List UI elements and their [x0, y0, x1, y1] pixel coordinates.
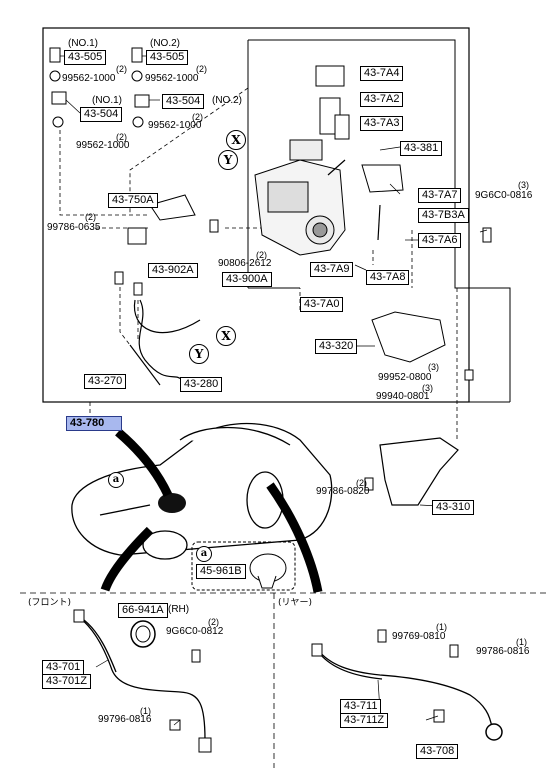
part-9g6c0-0816[interactable]: 9G6C0-0816: [475, 190, 533, 201]
part-43-504-no2[interactable]: 43-504: [162, 94, 205, 109]
qty-label: (3): [428, 362, 439, 372]
part-43-902a[interactable]: 43-902A: [148, 263, 198, 278]
part-43-780[interactable]: 43-780: [66, 416, 122, 431]
qty-label: (3): [422, 383, 433, 393]
part-99562-1000[interactable]: 99562-1000: [148, 120, 202, 131]
part-99562-1000[interactable]: 99562-1000: [76, 140, 130, 151]
part-43-7a2[interactable]: 43-7A2: [360, 92, 404, 107]
label-no2: (NO.2): [150, 38, 180, 49]
part-99940-0801[interactable]: 99940-0801: [376, 391, 430, 402]
part-43-7a8[interactable]: 43-7A8: [366, 270, 410, 285]
part-9g6c0-0812[interactable]: 9G6C0-0812: [166, 626, 224, 637]
label-rh: (RH): [168, 604, 190, 615]
qty-label: (1): [140, 706, 151, 716]
qty-label: (1): [436, 622, 447, 632]
section-front: (フロント): [28, 598, 72, 608]
part-43-701[interactable]: 43-701: [42, 660, 85, 675]
part-43-504-no1[interactable]: 43-504: [80, 107, 123, 122]
label-no1: (NO.1): [92, 95, 122, 106]
marker-x: X: [226, 130, 246, 150]
part-99562-1000[interactable]: 99562-1000: [62, 73, 116, 84]
qty-label: (2): [116, 64, 127, 74]
label-no1: (NO.1): [68, 38, 98, 49]
part-43-7a7[interactable]: 43-7A7: [418, 188, 462, 203]
qty-label: (1): [516, 637, 527, 647]
part-43-7a3[interactable]: 43-7A3: [360, 116, 404, 131]
part-43-7a6[interactable]: 43-7A6: [418, 233, 462, 248]
part-43-7b3a[interactable]: 43-7B3A: [418, 208, 469, 223]
marker-a: a: [108, 472, 124, 488]
part-43-280[interactable]: 43-280: [180, 377, 223, 392]
part-43-7a4[interactable]: 43-7A4: [360, 66, 404, 81]
part-99786-0820[interactable]: 99786-0820: [316, 486, 370, 497]
qty-label: (2): [208, 617, 219, 627]
part-43-505-no2[interactable]: 43-505: [146, 50, 189, 65]
part-66-941a[interactable]: 66-941A: [118, 603, 168, 618]
section-rear: (リヤー): [278, 598, 313, 608]
part-43-310[interactable]: 43-310: [432, 500, 475, 515]
part-43-711[interactable]: 43-711: [340, 699, 382, 714]
marker-y: Y: [189, 344, 209, 364]
part-43-701z[interactable]: 43-701Z: [42, 674, 91, 689]
part-43-505-no1[interactable]: 43-505: [64, 50, 107, 65]
marker-y: Y: [218, 150, 238, 170]
part-99769-0810[interactable]: 99769-0810: [392, 631, 446, 642]
marker-a: a: [196, 546, 212, 562]
label-no2: (NO.2): [212, 95, 242, 106]
part-43-320[interactable]: 43-320: [315, 339, 358, 354]
part-43-708[interactable]: 43-708: [416, 744, 459, 759]
part-43-381[interactable]: 43-381: [400, 141, 443, 156]
part-99786-0816[interactable]: 99786-0816: [476, 646, 530, 657]
qty-label: (2): [85, 212, 96, 222]
part-43-270[interactable]: 43-270: [84, 374, 127, 389]
qty-label: (2): [192, 112, 203, 122]
part-43-750a[interactable]: 43-750A: [108, 193, 158, 208]
part-45-961b[interactable]: 45-961B: [196, 564, 246, 579]
part-43-900a[interactable]: 43-900A: [222, 272, 272, 287]
part-99796-0816[interactable]: 99796-0816: [98, 714, 152, 725]
qty-label: (2): [116, 132, 127, 142]
qty-label: (3): [518, 180, 529, 190]
part-43-711z[interactable]: 43-711Z: [340, 713, 389, 728]
part-99952-0800[interactable]: 99952-0800: [378, 372, 432, 383]
qty-label: (2): [196, 64, 207, 74]
marker-x: X: [216, 326, 236, 346]
part-43-7a9[interactable]: 43-7A9: [310, 262, 354, 277]
part-43-7a0[interactable]: 43-7A0: [300, 297, 344, 312]
qty-label: (2): [356, 478, 367, 488]
part-99786-0635[interactable]: 99786-0635: [47, 222, 101, 233]
part-99562-1000[interactable]: 99562-1000: [145, 73, 199, 84]
part-90806-2612[interactable]: 90806-2612: [218, 258, 272, 269]
qty-label: (2): [256, 250, 267, 260]
